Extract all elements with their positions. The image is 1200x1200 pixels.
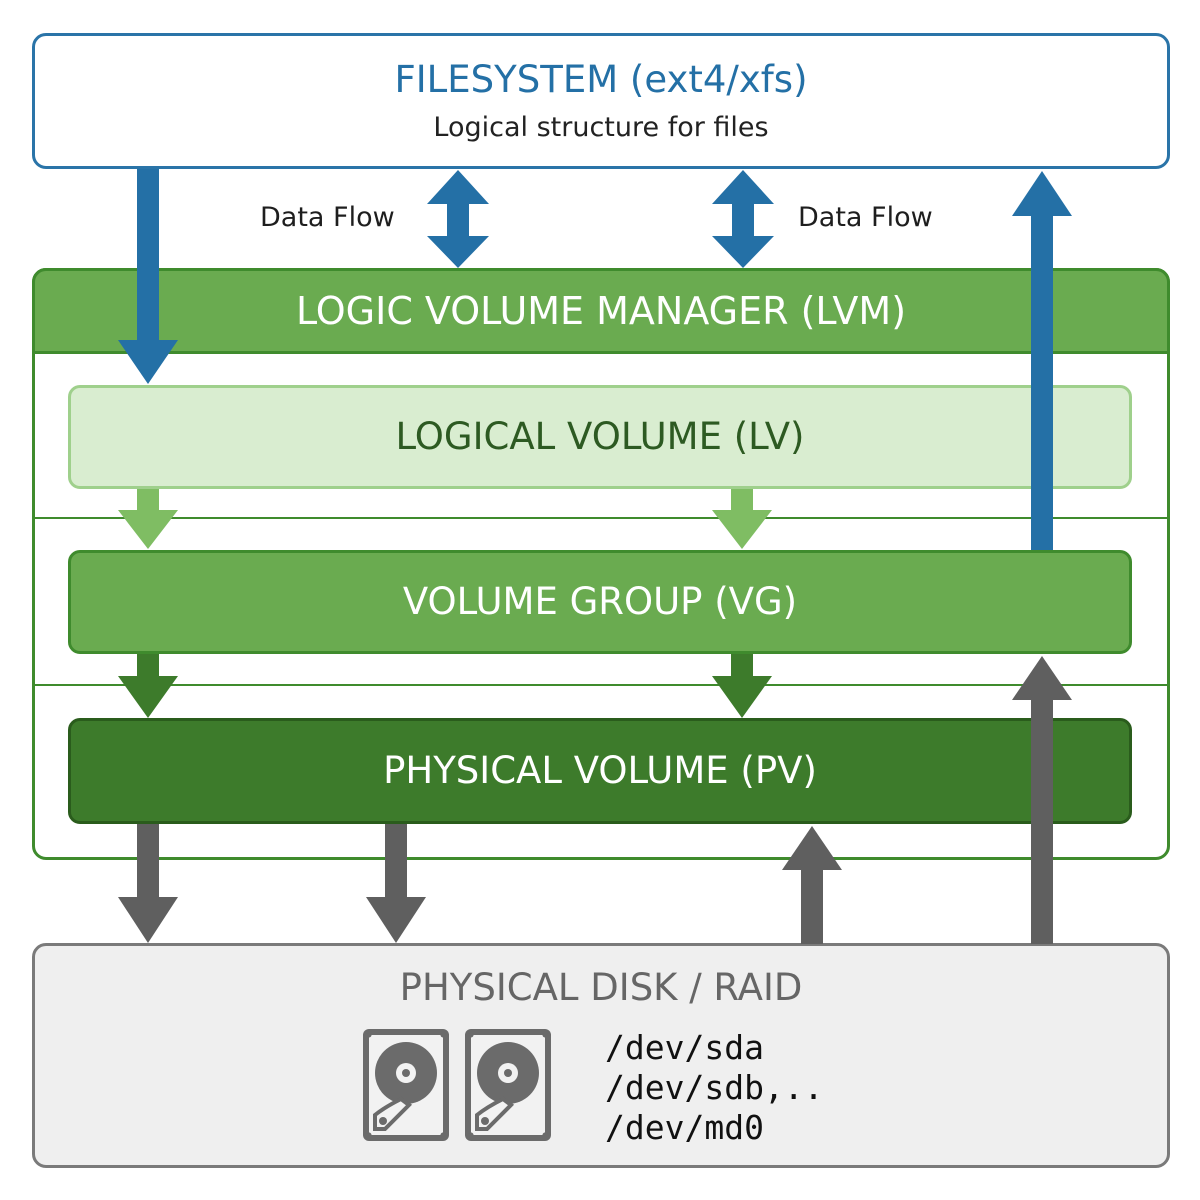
physical-volume-box <box>68 718 1132 824</box>
volume-group-box <box>68 550 1132 654</box>
data-flow-label-left: Data Flow <box>260 202 395 233</box>
logical-volume-title: LOGICAL VOLUME (LV) <box>395 415 805 458</box>
volume-group-title: VOLUME GROUP (VG) <box>402 580 798 623</box>
hard-drive-icon <box>465 1029 551 1141</box>
logical-volume-box <box>68 385 1132 489</box>
lvm-header <box>32 268 1170 354</box>
physical-disk-title: PHYSICAL DISK / RAID <box>399 966 803 1009</box>
arrow-bidirectional-blue <box>427 170 489 268</box>
lvm-title: LOGIC VOLUME MANAGER (LVM) <box>295 289 907 333</box>
device-path: /dev/sda <box>605 1028 764 1067</box>
filesystem-title: FILESYSTEM (ext4/xfs) <box>394 58 808 101</box>
lvm-divider <box>34 684 1168 686</box>
data-flow-label-right: Data Flow <box>798 202 933 233</box>
hard-drive-icon <box>363 1029 449 1141</box>
device-path: /dev/sdb,.. <box>605 1068 824 1107</box>
arrow-bidirectional-blue <box>712 170 774 268</box>
physical-volume-title: PHYSICAL VOLUME (PV) <box>383 749 817 792</box>
device-path: /dev/md0 <box>605 1108 764 1147</box>
filesystem-box <box>32 33 1170 169</box>
lvm-divider <box>34 517 1168 519</box>
physical-disk-box <box>32 943 1170 1168</box>
filesystem-subtitle: Logical structure for files <box>433 112 769 143</box>
